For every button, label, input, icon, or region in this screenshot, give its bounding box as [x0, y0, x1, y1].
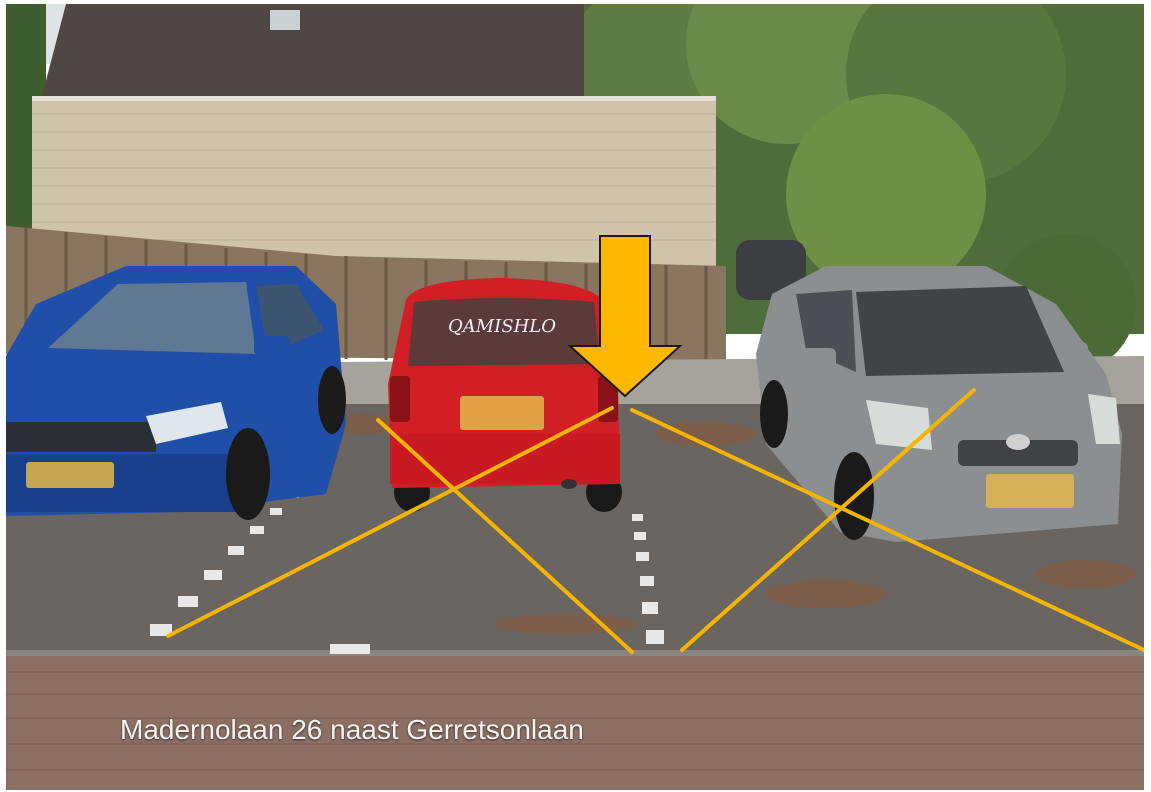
blue-car-wheel: [226, 428, 270, 520]
parking-photo: QAMISHLO: [6, 4, 1144, 790]
blue-car-windshield: [48, 282, 256, 354]
silver-car-mirror: [802, 348, 836, 370]
parking-dividers: [150, 478, 664, 654]
location-caption: Madernolaan 26 naast Gerretsonlaan: [120, 714, 584, 745]
brick-pavement: [6, 652, 1144, 790]
blurred-license-plate: [26, 462, 114, 488]
cross-line-left-2: [166, 406, 614, 638]
red-car-taillight: [390, 376, 410, 422]
cross-line-right-1: [630, 408, 1144, 652]
silver-car-headlight: [866, 400, 932, 450]
blurred-license-plate: [460, 396, 544, 430]
parking-scene: QAMISHLO: [6, 4, 1144, 790]
blurred-license-plate: [986, 474, 1074, 508]
toyota-logo: [1006, 434, 1030, 450]
down-arrow-icon: [567, 235, 683, 398]
rear-window-text: QAMISHLO: [448, 316, 556, 337]
blue-car: [6, 266, 346, 520]
exhaust-pipe: [561, 479, 577, 489]
silver-car: [756, 266, 1122, 542]
blue-car-headlight: [146, 402, 228, 444]
cross-line-right-2: [680, 388, 976, 652]
cross-annotation: [166, 388, 1144, 654]
roof-window: [270, 10, 300, 30]
background-car: [736, 240, 806, 300]
blue-car-mirror: [254, 336, 290, 356]
red-car-rear-window: [408, 298, 600, 366]
silver-car-windshield: [856, 286, 1064, 376]
red-car: QAMISHLO: [388, 278, 622, 512]
silver-car-grille: [958, 440, 1078, 466]
cross-line-left-1: [376, 418, 634, 654]
bush: [786, 94, 986, 294]
roof: [42, 4, 584, 96]
